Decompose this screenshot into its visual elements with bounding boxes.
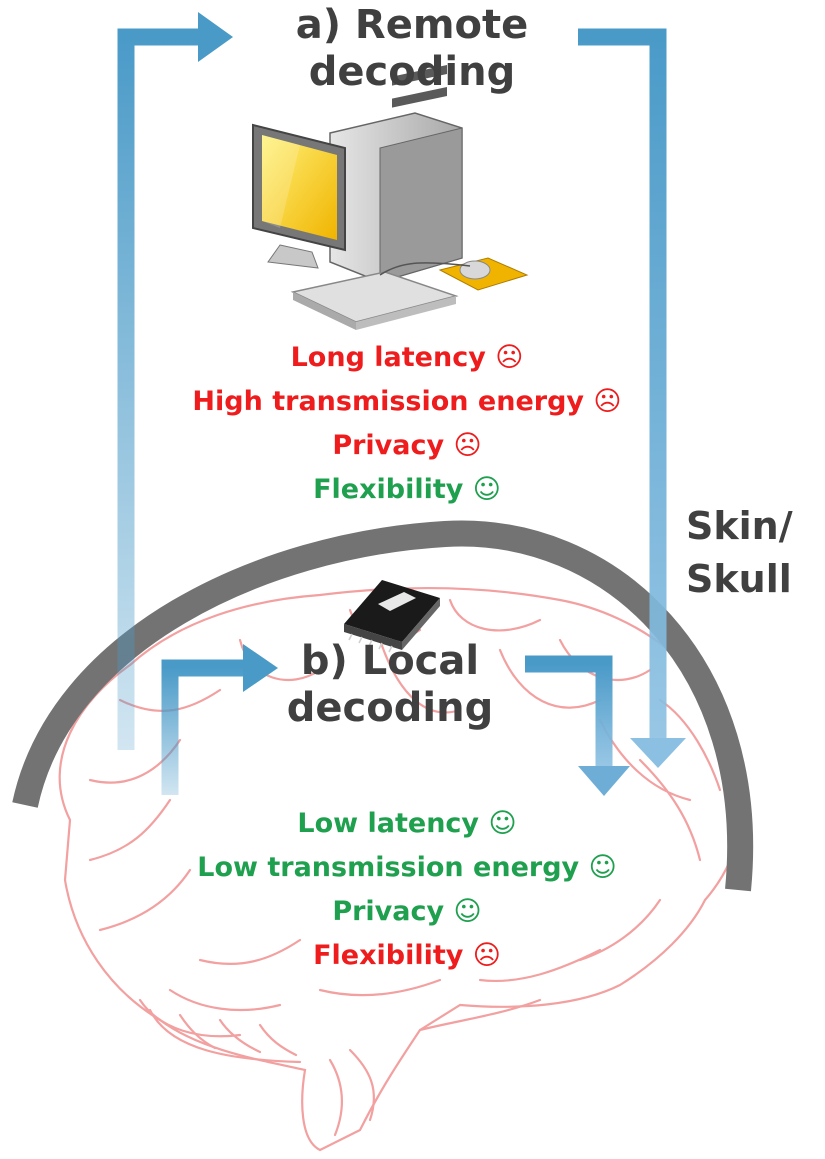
- local-item-transmission-energy: Low transmission energy ☺: [112, 846, 702, 890]
- remote-item-flexibility: Flexibility ☺: [112, 468, 702, 512]
- local-item-privacy: Privacy ☺: [112, 890, 702, 934]
- implant-chip-icon: [344, 580, 440, 653]
- remote-title-line2: decoding: [308, 49, 516, 96]
- desktop-computer-icon: [252, 64, 529, 330]
- skin-skull-barrier: [12, 520, 754, 892]
- local-item-label: Privacy: [332, 896, 445, 927]
- remote-item-label: High transmission energy: [192, 386, 585, 417]
- local-item-flexibility: Flexibility ☹: [112, 934, 702, 978]
- local-input-arrow: [161, 644, 278, 795]
- smiley-face-icon: ☺: [472, 474, 501, 505]
- remote-return-arrow: [578, 28, 686, 768]
- remote-decoding-title: a) Remote decoding: [212, 2, 612, 96]
- remote-tradeoff-list: Long latency ☹ High transmission energy …: [112, 336, 702, 512]
- local-item-latency: Low latency ☺: [112, 802, 702, 846]
- skin-label-line1: Skin/: [686, 504, 793, 548]
- remote-upload-arrow: [117, 12, 233, 750]
- local-tradeoff-list: Low latency ☺ Low transmission energy ☺ …: [112, 802, 702, 978]
- local-output-arrow: [525, 655, 630, 796]
- local-item-label: Low transmission energy: [197, 852, 580, 883]
- smiley-face-icon: ☺: [588, 852, 617, 883]
- skin-label-line2: Skull: [686, 557, 792, 602]
- local-title-line2: decoding: [286, 685, 494, 732]
- smiley-face-icon: ☺: [488, 808, 517, 839]
- local-decoding-title: b) Local decoding: [240, 638, 540, 732]
- remote-item-privacy: Privacy ☹: [112, 424, 702, 468]
- remote-title-line1: a) Remote: [295, 2, 529, 48]
- remote-item-transmission-energy: High transmission energy ☹: [112, 380, 702, 424]
- remote-item-label: Privacy: [332, 430, 445, 461]
- local-item-label: Low latency: [297, 808, 480, 839]
- skin-skull-label: Skin/ Skull: [686, 500, 816, 606]
- local-item-label: Flexibility: [313, 940, 464, 971]
- remote-item-latency: Long latency ☹: [112, 336, 702, 380]
- sad-face-icon: ☹: [495, 342, 524, 373]
- sad-face-icon: ☹: [453, 430, 482, 461]
- remote-item-label: Flexibility: [313, 474, 464, 505]
- sad-face-icon: ☹: [472, 940, 501, 971]
- sad-face-icon: ☹: [593, 386, 622, 417]
- smiley-face-icon: ☺: [453, 896, 482, 927]
- local-title-line1: b) Local: [300, 638, 480, 684]
- remote-item-label: Long latency: [290, 342, 486, 373]
